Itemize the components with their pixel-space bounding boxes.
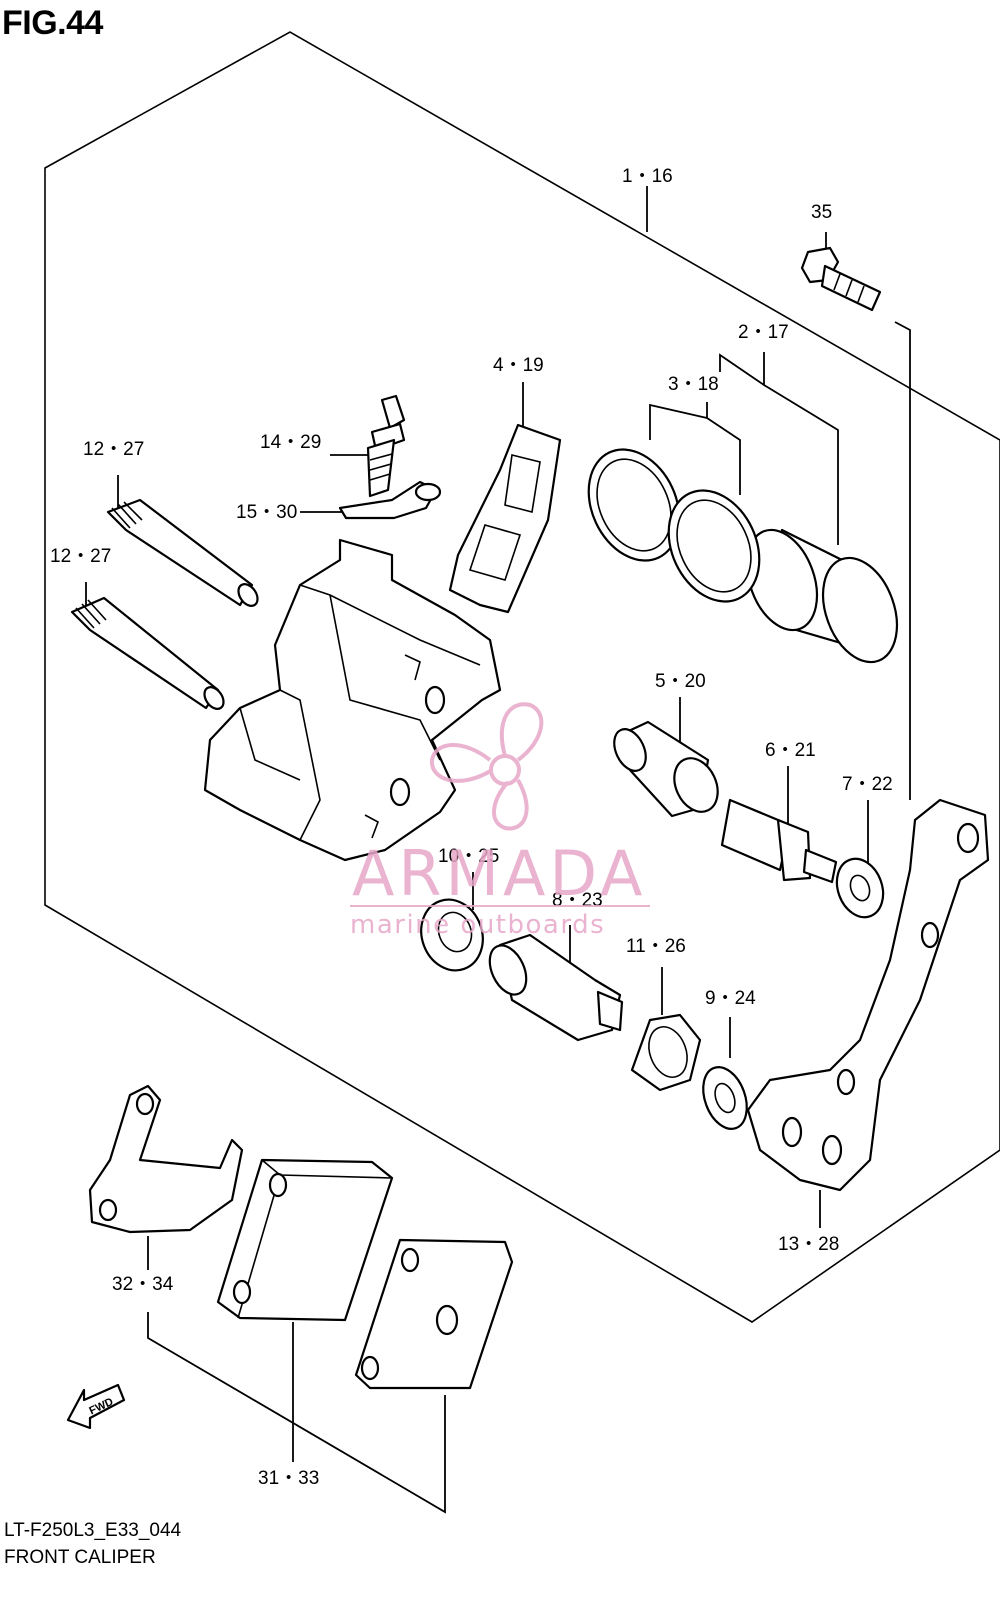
figure-title: FIG.44 (2, 4, 103, 42)
bleeder-screw-14[interactable] (366, 394, 406, 498)
boot-11[interactable] (630, 1013, 702, 1092)
label-4-19: 4・19 (493, 355, 544, 376)
boot-10[interactable] (411, 891, 492, 979)
label-14-29: 14・29 (260, 432, 321, 453)
propeller-logo (429, 702, 544, 831)
caliper-piston-2[interactable] (734, 520, 910, 672)
figure-code: LT-F250L3_E33_044 (4, 1520, 182, 1541)
flange-bolt-35[interactable] (800, 246, 882, 312)
label-7-22: 7・22 (842, 774, 893, 795)
caliper-pin-12a[interactable] (106, 498, 261, 609)
brake-pad-31b[interactable] (354, 1238, 514, 1390)
watermark-tagline: marine outboards (350, 910, 605, 940)
figure-caption: FRONT CALIPER (4, 1547, 156, 1568)
label-31-33: 31・33 (258, 1468, 319, 1489)
label-12-27-lower: 12・27 (50, 546, 111, 567)
fwd-arrow: FWD (66, 1383, 126, 1430)
label-5-20: 5・20 (655, 671, 706, 692)
sleeve-8[interactable] (483, 933, 624, 1042)
pad-shim-32[interactable] (88, 1084, 244, 1234)
piston-seal-3[interactable] (571, 435, 776, 617)
sleeve-5[interactable] (608, 720, 726, 819)
propeller-blade-right (491, 779, 529, 831)
caliper-bracket-13[interactable] (746, 798, 990, 1192)
label-12-27-upper: 12・27 (83, 439, 144, 460)
label-10-25: 10・25 (438, 846, 499, 867)
bleeder-cap-15[interactable] (338, 480, 442, 520)
pad-spring-4[interactable] (448, 423, 562, 614)
label-13-28: 13・28 (778, 1234, 839, 1255)
label-3-18: 3・18 (668, 374, 719, 395)
label-6-21: 6・21 (765, 740, 816, 761)
brake-pad-31a[interactable] (216, 1158, 394, 1322)
label-9-24: 9・24 (705, 988, 756, 1009)
label-11-26: 11・26 (626, 936, 686, 957)
label-35: 35 (811, 202, 832, 223)
label-2-17: 2・17 (738, 322, 789, 343)
part-labels: 1・16 35 2・17 3・18 4・19 14・29 15・30 12・27… (50, 166, 893, 1489)
washer-9[interactable] (695, 1061, 754, 1135)
label-1-16: 1・16 (622, 166, 673, 187)
washer-7[interactable] (829, 852, 891, 923)
armada-watermark: ARMADA marine outboards (350, 702, 650, 940)
caliper-body-1[interactable] (203, 538, 502, 862)
propeller-blade-top (499, 702, 544, 762)
label-32-34: 32・34 (112, 1274, 174, 1295)
label-15-30: 15・30 (236, 502, 297, 523)
watermark-brand: ARMADA (352, 837, 646, 910)
sleeve-pin-6[interactable] (720, 798, 838, 884)
caliper-pin-12b[interactable] (70, 596, 227, 712)
propeller-hub (489, 754, 521, 786)
propeller-blade-left (429, 743, 494, 783)
assembly-outline (44, 31, 1000, 1323)
